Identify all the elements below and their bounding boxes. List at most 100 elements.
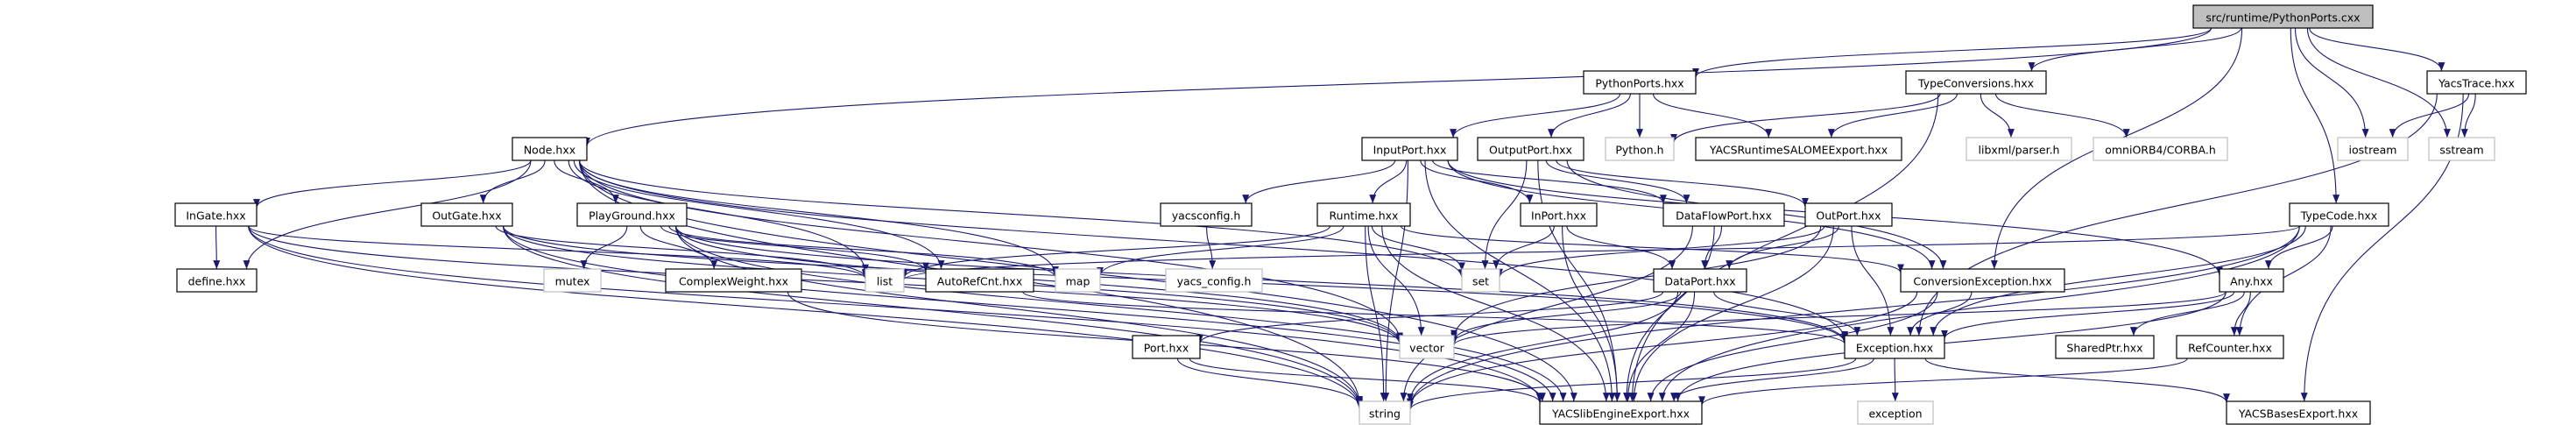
node-label: ComplexWeight.hxx [679, 275, 788, 288]
edge-port-to-string [1176, 358, 1363, 407]
node-box [176, 268, 258, 293]
edge-inputport-to-dataflowport [1432, 159, 1667, 204]
node-box [925, 268, 1034, 293]
node-basesexp[interactable]: YACSBasesExport.hxx [2226, 400, 2371, 425]
edge-typecode-to-list [900, 225, 2300, 280]
node-label: define.hxx [188, 275, 246, 288]
edge-any-to-exception_h [1941, 291, 2235, 339]
node-port[interactable]: Port.hxx [1132, 335, 1201, 359]
node-autorefcnt[interactable]: AutoRefCnt.hxx [925, 268, 1034, 293]
edge-node-to-set [578, 159, 1465, 279]
edge-dataport-to-libengine [1624, 291, 1696, 402]
node-yacsconfig[interactable]: yacsconfig.h [1160, 202, 1253, 227]
node-dataport[interactable]: DataPort.hxx [1653, 268, 1747, 293]
edge-node-to-ingate [253, 159, 532, 209]
node-box [1477, 137, 1584, 161]
nodes-layer: src/runtime/PythonPorts.cxxPythonPorts.h… [174, 4, 2527, 425]
edge-inputport-to-yacsconfig [1242, 159, 1396, 204]
node-box [1662, 202, 1785, 227]
edge-dataport-to-vector [1450, 291, 1682, 342]
node-exception_h[interactable]: Exception.hxx [1844, 335, 1945, 359]
node-complexweight[interactable]: ComplexWeight.hxx [665, 268, 802, 293]
node-dataflowport[interactable]: DataFlowPort.hxx [1662, 202, 1785, 227]
edge-runtime-to-convexc [1400, 225, 1904, 273]
node-label: YACSlibEngineExport.hxx [1551, 407, 1690, 421]
node-libengine[interactable]: YACSlibEngineExport.hxx [1539, 400, 1703, 425]
node-label: YacsTrace.hxx [2438, 77, 2515, 90]
node-label: vector [1409, 342, 1445, 355]
node-playground[interactable]: PlayGround.hxx [576, 202, 688, 227]
edge-typecode-to-any [2264, 225, 2333, 270]
edge-node-to-outgate [479, 159, 546, 204]
edge-pyports-to-outputport [1548, 93, 1631, 138]
node-box [1583, 70, 1697, 95]
node-label: string [1369, 407, 1401, 421]
edge-runtime-to-vector [1367, 225, 1425, 336]
node-typecode[interactable]: TypeCode.hxx [2289, 202, 2389, 227]
node-node[interactable]: Node.hxx [512, 137, 588, 161]
edge-typeconv-to-pythonh [1670, 93, 1941, 143]
edge-any-to-refcounter [2230, 291, 2251, 336]
node-box [1804, 202, 1893, 227]
node-box [1605, 137, 1675, 161]
node-any[interactable]: Any.hxx [2219, 268, 2284, 293]
edge-playground-to-autorefcnt [660, 225, 929, 272]
node-label: InGate.hxx [186, 209, 245, 223]
node-sstream: sstream [2428, 137, 2495, 161]
node-box [1900, 268, 2065, 293]
node-runtime[interactable]: Runtime.hxx [1316, 202, 1411, 227]
node-set: set [1461, 268, 1500, 293]
edge-exception_h-to-basesexp [1924, 358, 2230, 403]
node-label: ConversionException.hxx [1913, 275, 2051, 288]
node-define[interactable]: define.hxx [176, 268, 258, 293]
node-sharedptr[interactable]: SharedPtr.hxx [2055, 335, 2155, 359]
node-box [2426, 70, 2527, 95]
edge-cxx-to-pyports [1692, 27, 2213, 78]
node-label: OutGate.hxx [432, 209, 501, 223]
edge-port-to-libengine [1189, 358, 1543, 403]
node-outport[interactable]: OutPort.hxx [1804, 202, 1893, 227]
node-yacstrace[interactable]: YacsTrace.hxx [2426, 70, 2527, 95]
node-outputport[interactable]: OutputPort.hxx [1477, 137, 1584, 161]
edge-playground-to-complexweight [639, 225, 718, 270]
edge-dataflowport-to-libengine [1623, 225, 1715, 402]
node-list: list [865, 268, 905, 293]
node-box [1844, 335, 1945, 359]
node-label: Any.hxx [2230, 275, 2273, 288]
node-label: PlayGround.hxx [589, 209, 675, 223]
edge-outport-to-exception_h [1851, 225, 1895, 336]
node-salomeexp[interactable]: YACSRuntimeSALOMEExport.hxx [1695, 137, 1902, 161]
node-box [174, 202, 258, 227]
node-typeconv[interactable]: TypeConversions.hxx [1905, 70, 2047, 95]
node-label: yacsconfig.h [1172, 209, 1241, 223]
edge-typecode-to-string [1407, 225, 2300, 408]
edge-playground-to-mutex [580, 225, 628, 270]
node-vector: vector [1399, 335, 1455, 359]
edge-outport-to-dataport [1726, 225, 1839, 270]
node-inport[interactable]: InPort.hxx [1520, 202, 1598, 227]
node-label: Runtime.hxx [1330, 209, 1399, 223]
edge-dataflowport-to-string [1400, 225, 1693, 402]
edge-typeconv-to-libengine [1628, 93, 1939, 402]
node-box [512, 137, 588, 161]
node-ingate[interactable]: InGate.hxx [174, 202, 258, 227]
node-box [2219, 268, 2284, 293]
node-label: mutex [555, 275, 590, 288]
edge-convexc-to-libengine [1647, 291, 1938, 402]
node-inputport[interactable]: InputPort.hxx [1361, 137, 1458, 161]
node-box [1653, 268, 1747, 293]
node-convexc[interactable]: ConversionException.hxx [1900, 268, 2065, 293]
edge-outport-to-libengine [1630, 225, 1834, 402]
node-box [1857, 400, 1934, 425]
node-cxx[interactable]: src/runtime/PythonPorts.cxx [2192, 4, 2374, 29]
node-label: YACSRuntimeSALOMEExport.hxx [1709, 144, 1888, 157]
node-outgate[interactable]: OutGate.hxx [420, 202, 513, 227]
node-box [1539, 400, 1703, 425]
node-box [1966, 137, 2072, 161]
node-label: iostream [2349, 144, 2397, 157]
node-libxml: libxml/parser.h [1966, 137, 2072, 161]
node-pyports[interactable]: PythonPorts.hxx [1583, 70, 1697, 95]
edge-inport-to-libengine [1562, 225, 1621, 402]
node-refcounter[interactable]: RefCounter.hxx [2176, 335, 2284, 359]
